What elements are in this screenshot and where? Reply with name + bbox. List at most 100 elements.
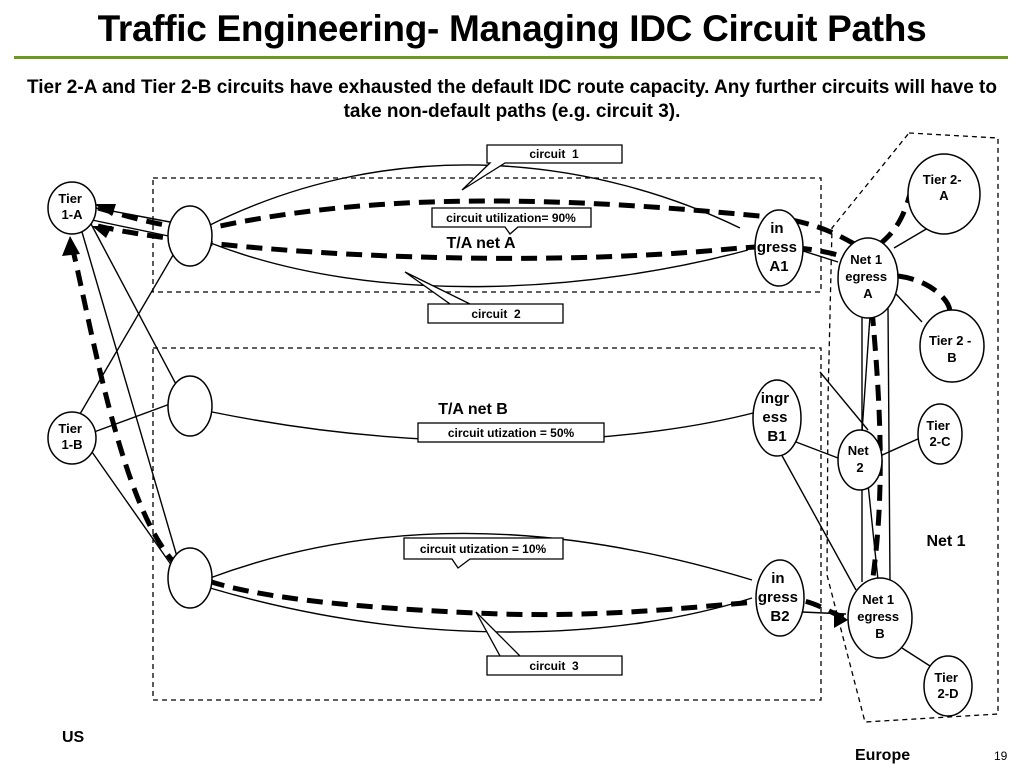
- svg-text:in gress A1: in gress A1: [757, 220, 801, 275]
- tier1a-node: [47, 181, 97, 235]
- svg-text:Tier 2 - B: Tier 2 - B: [929, 333, 975, 365]
- tier2d-node: [923, 655, 973, 717]
- tier2c-label-1: Tier: [926, 418, 950, 433]
- tier2a-label-2: A: [939, 188, 949, 203]
- tier2b-label-1: Tier 2 -: [929, 333, 971, 348]
- tier2c-label-2: 2-C: [930, 434, 952, 449]
- net1-egress-a-label-1: Net 1: [850, 252, 882, 267]
- net2-label-1: Net: [848, 443, 870, 458]
- ingress-b1-node: [752, 379, 802, 457]
- ingress-b2-node: [755, 559, 805, 637]
- link-net2-tier2c: [879, 437, 921, 457]
- circuit3-egress: [869, 309, 883, 585]
- net1-egress-b-label-1: Net 1: [862, 592, 894, 607]
- link-B1-egressB: [779, 451, 857, 591]
- net1-egress-a-label-3: A: [863, 286, 873, 301]
- tier1b-node: [47, 411, 97, 465]
- tier2c-node: [917, 403, 963, 465]
- callout-circuit3-label: circuit 3: [529, 659, 579, 673]
- link-tier1a-rB2: [81, 231, 179, 561]
- net2-label-2: 2: [856, 460, 863, 475]
- thin-links: [79, 164, 931, 667]
- ingress-a1-label-1: in: [770, 220, 783, 237]
- tier2a-node: [907, 153, 981, 235]
- link-europe-diag: [819, 371, 869, 431]
- callout-circuit1-shape: [461, 144, 623, 191]
- net1-egress-b-label-2: egress: [857, 609, 899, 624]
- svg-text:Net 1 egress B: Net 1 egress B: [857, 592, 903, 641]
- tier2b-node: [919, 309, 985, 383]
- svg-text:in gress B2: in gress B2: [758, 570, 802, 625]
- link-tier1b-rA: [79, 249, 177, 415]
- svg-text:Tier 2-C: Tier 2-C: [926, 418, 953, 449]
- ingress-b1-label-3: B1: [767, 428, 786, 445]
- ingress-b2-label-2: gress: [758, 589, 798, 606]
- net1-egress-a-node: [837, 237, 899, 319]
- arrow-egressB: [834, 610, 848, 628]
- arrow-tier1a-mid: [92, 226, 112, 238]
- link-egressA-egressB-2: [887, 307, 891, 583]
- svg-text:ingr ess B1: ingr ess B1: [761, 390, 794, 445]
- svg-text:Tier 2- A: Tier 2- A: [923, 172, 965, 203]
- tier2d-label-1: Tier: [934, 670, 958, 685]
- ta-net-b-label: T/A net B: [438, 401, 508, 418]
- tier2a-label-1: Tier 2-: [923, 172, 962, 187]
- net1-region-label: Net 1: [926, 533, 965, 550]
- link-egressB-tier2d: [901, 647, 931, 667]
- callouts: circuit 1 circuit utilization= 90% circu…: [403, 144, 623, 676]
- router-b2-node: [167, 547, 213, 609]
- slide-subtitle: Tier 2-A and Tier 2-B circuits have exha…: [27, 77, 997, 122]
- link-rA-ingressA1-bot: [207, 241, 749, 288]
- link-rB2-ingressB2-bot: [209, 587, 753, 633]
- router-b-node: [167, 375, 213, 437]
- callout-circuit2-label: circuit 2: [471, 307, 521, 321]
- callout-util-b2-shape: [403, 537, 564, 569]
- title-rule: [14, 56, 1008, 59]
- us-region-label: US: [62, 729, 85, 746]
- link-egressA-tier2a: [893, 227, 929, 249]
- europe-net1-region: [826, 132, 999, 723]
- tier2d-label-2: 2-D: [938, 686, 959, 701]
- tier1b-label-2: 1-B: [62, 437, 83, 452]
- ingress-a1-label-3: A1: [769, 258, 788, 275]
- router-a-node: [167, 205, 213, 267]
- ingress-b2-label-3: B2: [770, 608, 789, 625]
- page-number: 19: [994, 749, 1008, 763]
- ta-net-b-box: [152, 347, 822, 701]
- svg-text:Net 1 egress A: Net 1 egress A: [845, 252, 891, 301]
- tier2b-label-2: B: [947, 350, 956, 365]
- slide-title: Traffic Engineering- Managing IDC Circui…: [97, 8, 927, 49]
- net2-node: [837, 429, 883, 491]
- node-labels: Tier 1-A Tier 1-B in gress A1 ingr ess B…: [58, 172, 975, 701]
- svg-text:Tier 1-A: Tier 1-A: [58, 191, 85, 222]
- tier1b-label-1: Tier: [58, 421, 82, 436]
- callout-util-b-label: circuit utization = 50%: [448, 426, 575, 440]
- ta-net-a-label: T/A net A: [446, 235, 515, 252]
- callout-util-a-label: circuit utilization= 90%: [446, 211, 576, 225]
- arrow-tier1a-up: [62, 236, 80, 256]
- svg-text:Net 2: Net 2: [848, 443, 873, 475]
- net1-egress-a-label-2: egress: [845, 269, 887, 284]
- link-tier1b-rB2: [91, 451, 173, 567]
- net1-egress-b-node: [847, 577, 913, 659]
- link-tier1a-rB: [89, 221, 179, 389]
- callout-circuit3-shape: [475, 611, 623, 676]
- circuit2-path-ext: [897, 273, 953, 313]
- svg-text:Tier 1-B: Tier 1-B: [58, 421, 85, 452]
- tier1a-label-2: 1-A: [62, 207, 84, 222]
- arrow-tier1a-top: [94, 204, 116, 216]
- link-tier1a-rA2: [91, 219, 179, 239]
- circuit1-path-ext: [878, 185, 915, 246]
- callout-circuit2-shape: [404, 271, 564, 324]
- ingress-a1-label-2: gress: [757, 239, 797, 256]
- net1-egress-b-label-3: B: [875, 626, 884, 641]
- ingress-b1-label-2: ess: [762, 409, 787, 426]
- link-B1-net2: [795, 441, 839, 459]
- link-egressA-tier2b: [895, 293, 923, 323]
- ingress-a1-node: [754, 209, 804, 287]
- ingress-b1-label-1: ingr: [761, 390, 789, 407]
- link-tier1b-rB: [93, 403, 171, 433]
- europe-region-label: Europe: [855, 747, 910, 764]
- callout-util-a-shape: [431, 207, 592, 235]
